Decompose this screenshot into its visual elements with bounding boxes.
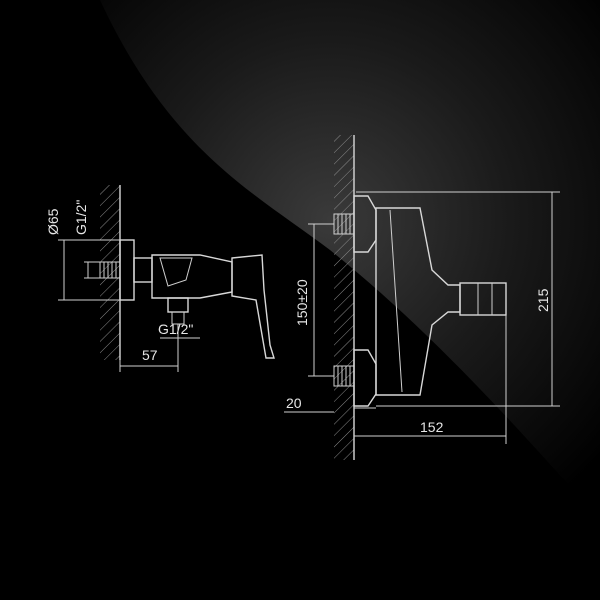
right-view <box>284 135 560 460</box>
left-view <box>58 185 275 372</box>
mixer-handle <box>459 282 507 316</box>
label-thread-bottom: G1/2" <box>158 321 193 337</box>
label-total-depth: 152 <box>420 419 444 435</box>
label-thread-left: G1/2" <box>73 200 89 235</box>
label-center-distance: 150±20 <box>294 279 310 326</box>
left-wall-hatch <box>100 185 120 360</box>
left-lever <box>231 254 275 359</box>
label-depth-left: 57 <box>142 347 158 363</box>
label-diameter: Ø65 <box>45 208 61 235</box>
right-wall-hatch <box>334 135 354 460</box>
label-wall-offset: 20 <box>286 395 302 411</box>
label-total-height: 215 <box>535 288 551 312</box>
